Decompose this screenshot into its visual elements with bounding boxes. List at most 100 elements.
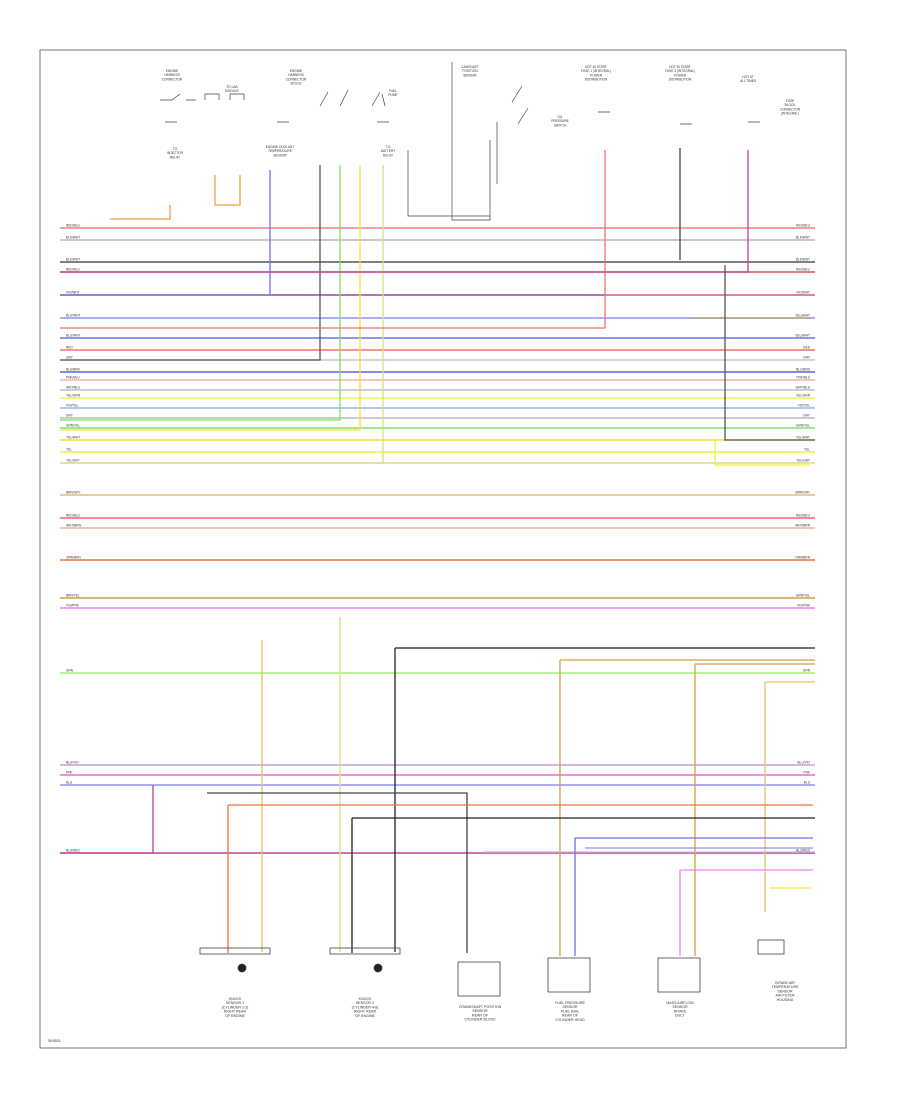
sensor-connectors: [199, 939, 785, 997]
wire-label-right: PNK/BLU: [796, 376, 810, 380]
wire-riser: [60, 165, 341, 421]
wire-riser: [574, 837, 813, 956]
wire-riser: [351, 817, 815, 953]
wire-label-left: BLK/WHT: [66, 258, 80, 262]
wire-label-left: BRN/GRY: [66, 491, 81, 495]
wire-label-left: PNK/BLU: [66, 376, 80, 380]
wire-label-right: RED/BLU: [796, 514, 811, 518]
relay-box: [451, 62, 498, 221]
wire-label-right: VIO/WHT: [796, 291, 810, 295]
switch-symbol: [204, 93, 245, 100]
wire: GRN GRN: [60, 669, 815, 674]
wire-label-right: PNK: [803, 771, 810, 775]
wire: BLU/VIO BLU/VIO: [60, 761, 815, 766]
wire-label-left: ORN/BRN: [66, 556, 81, 560]
vertical-wires: [60, 148, 815, 956]
wire-label-left: BLK/WHT: [66, 236, 80, 240]
wire-label-left: YEL/WHT: [66, 436, 80, 440]
wire-label-right: YEL/GRN: [796, 394, 811, 398]
wire-label-left: BLU/BRN: [66, 368, 81, 372]
wire-label-right: BLU/WHT: [796, 314, 810, 318]
wire-riser: [714, 440, 810, 466]
wire-label-right: YEL: [804, 448, 810, 452]
wire-label-right: RED/BLU: [796, 268, 811, 272]
wire: PNK PNK: [60, 771, 815, 776]
wire-label-right: GRN: [803, 669, 811, 673]
wire-label-right: BLK/WHT: [796, 258, 810, 262]
switch-symbol: [371, 91, 386, 107]
wire-label-left: BLU/VIO: [66, 761, 79, 765]
wire-riser: [694, 663, 815, 956]
wire-label-left: WHT/BLU: [66, 386, 81, 390]
wire-label-left: YEL: [66, 448, 72, 452]
wire-riser: [724, 265, 815, 441]
wire-label-right: RED: [803, 346, 810, 350]
wire-label-right: GRY: [803, 414, 811, 418]
wire-label-left: VIO/YEL: [66, 404, 79, 408]
wire: BLK/WHT BLK/WHT: [60, 236, 815, 241]
wire-label-left: YEL/GRN: [66, 394, 81, 398]
wire-label-left: GRY: [66, 356, 74, 360]
wire-riser: [60, 165, 384, 464]
wire-label-right: RED/BLU: [796, 224, 811, 228]
maf-sensor-box: [657, 957, 701, 993]
wire-label-left: VIO/PNK: [66, 604, 80, 608]
fuse-symbol: [598, 111, 760, 125]
wire-label-left: RED/BLU: [66, 268, 81, 272]
wire-label-right: BLK/WHT: [796, 236, 810, 240]
wire-label-right: GRN/YEL: [796, 424, 810, 428]
diagram-frame: [39, 49, 847, 1049]
wire-label-left: BLU: [66, 781, 73, 785]
iat-sensor-box: [757, 939, 785, 955]
wire-label-left: PNK: [66, 771, 73, 775]
top-symbols: [160, 62, 760, 221]
wire-label-left: GRY: [66, 414, 74, 418]
fuel-pressure-sensor-box: [547, 957, 591, 993]
wire-label-left: BLU/WHT: [66, 334, 80, 338]
wire-riser: [394, 647, 815, 952]
wire-riser: [207, 792, 468, 953]
wire-label-right: GRY: [803, 356, 811, 360]
wire-riser: [60, 785, 154, 854]
wire: YEL/GRN YEL/GRN: [60, 394, 815, 399]
wire-label-left: BRN/YEL: [66, 594, 80, 598]
wire-label-right: BLU/RED: [796, 849, 811, 853]
wire: YEL YEL: [60, 448, 815, 453]
wire-label-left: RED/BLU: [66, 224, 81, 228]
wire: GRY GRY: [60, 414, 815, 419]
wire-label-left: YEL/GRY: [66, 459, 81, 463]
wire-label-right: BLU/BRN: [796, 368, 811, 372]
wire: RED/BLU RED/BLU: [60, 224, 815, 229]
switch-symbol: [319, 89, 349, 107]
wire-label-left: GRN: [66, 669, 74, 673]
wire-label-right: YEL/WHT: [796, 436, 810, 440]
wire-label-right: BRN/GRY: [796, 491, 811, 495]
wire-label-right: BLU/VIO: [797, 761, 810, 765]
wire: BLK/WHT BLK/WHT: [60, 258, 815, 263]
wire-riser: [764, 681, 815, 912]
